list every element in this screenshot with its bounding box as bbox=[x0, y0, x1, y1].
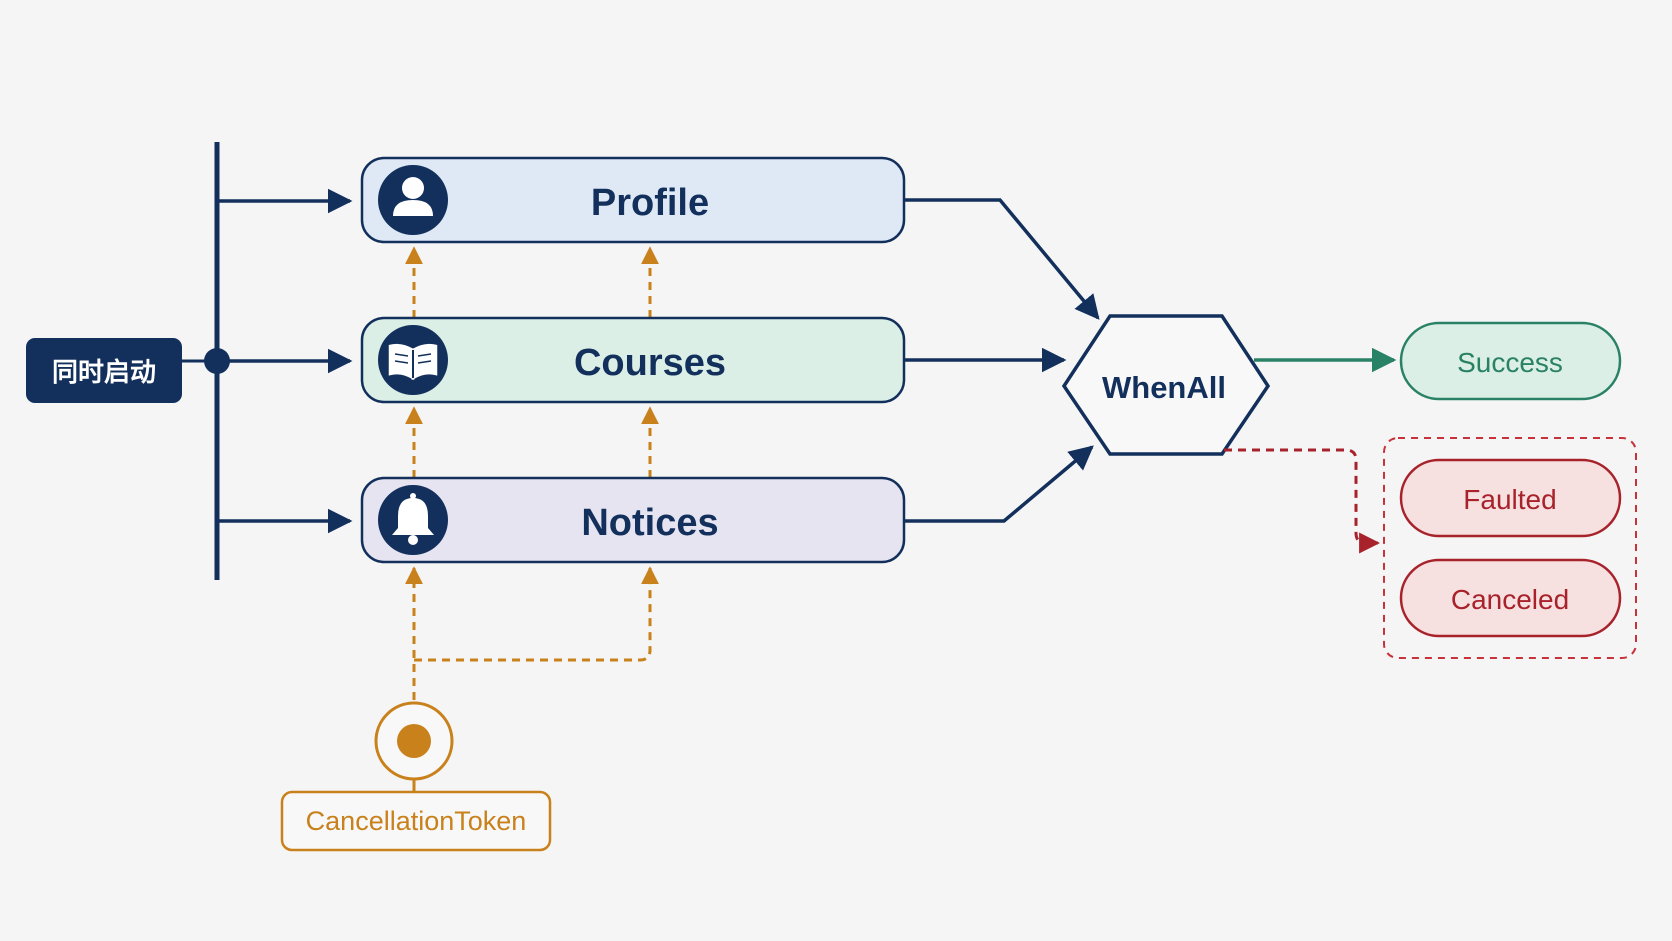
task-notices: Notices bbox=[360, 476, 906, 564]
cancel-link-token-notices-right bbox=[414, 566, 659, 662]
task-notices-label: Notices bbox=[581, 502, 718, 544]
success-outcome: Success bbox=[1399, 321, 1622, 401]
start-label: 同时启动 bbox=[52, 357, 156, 388]
cancellation-token: CancellationToken bbox=[280, 701, 552, 852]
faulted-outcome: Faulted bbox=[1399, 458, 1622, 538]
failure-arrow bbox=[1224, 448, 1381, 554]
canceled-label: Canceled bbox=[1451, 584, 1569, 615]
fork-dot bbox=[204, 348, 230, 374]
whenall-node: WhenAll bbox=[1061, 314, 1271, 456]
book-icon bbox=[388, 343, 438, 381]
faulted-box bbox=[1399, 458, 1622, 538]
start-node: 同时启动 bbox=[26, 338, 182, 403]
token-box bbox=[280, 790, 552, 852]
token-label: CancellationToken bbox=[306, 806, 527, 836]
canceled-box bbox=[1399, 558, 1622, 638]
whenall-hexagon bbox=[1061, 314, 1271, 456]
success-box bbox=[1399, 321, 1622, 401]
failure-group-box bbox=[1383, 437, 1637, 659]
whenall-label: WhenAll bbox=[1102, 370, 1226, 405]
join-arrow-notices bbox=[904, 445, 1094, 523]
join-arrow-profile bbox=[904, 198, 1100, 320]
faulted-label: Faulted bbox=[1463, 484, 1556, 515]
task-profile-label: Profile bbox=[591, 182, 709, 224]
success-label: Success bbox=[1457, 347, 1563, 378]
task-courses: Courses bbox=[360, 316, 906, 404]
task-profile: Profile bbox=[360, 156, 906, 244]
user-icon bbox=[393, 177, 433, 216]
cancellation-propagation bbox=[405, 246, 659, 700]
start-badge bbox=[26, 338, 182, 403]
task-courses-label: Courses bbox=[574, 342, 726, 384]
token-icon-core bbox=[397, 724, 431, 758]
bell-icon bbox=[392, 493, 434, 545]
canceled-outcome: Canceled bbox=[1399, 558, 1622, 638]
